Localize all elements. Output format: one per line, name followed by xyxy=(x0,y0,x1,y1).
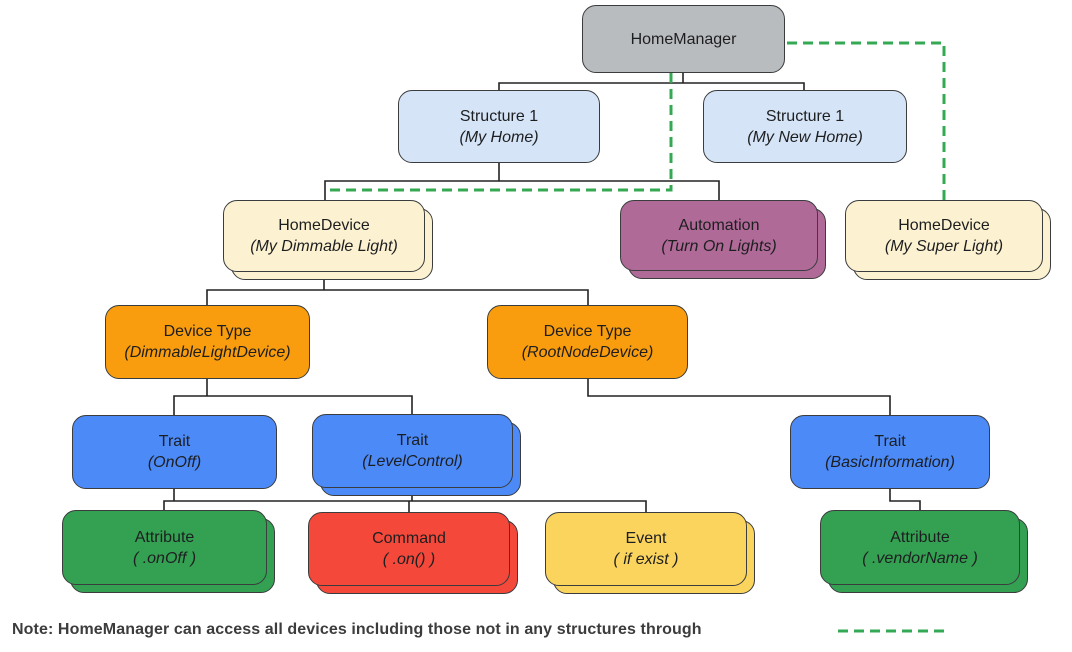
node-automation-turn-on-lights: Automation (Turn On Lights) xyxy=(620,200,818,271)
node-title: Trait xyxy=(874,433,906,450)
node-title: HomeManager xyxy=(630,30,737,48)
node-trait-levelcontrol: Trait (LevelControl) xyxy=(312,414,513,488)
node-subtitle: (My Super Light) xyxy=(884,238,1004,255)
dashed-link-homemanager-super-light xyxy=(787,41,946,200)
node-title: Structure 1 xyxy=(765,107,845,125)
node-trait-basicinformation: Trait (BasicInformation) xyxy=(790,415,990,489)
node-subtitle: (My Home) xyxy=(459,128,539,146)
node-homedevice-my-super-light: HomeDevice (My Super Light) xyxy=(845,200,1043,272)
dashed-link-homemanager-dimmable-light xyxy=(327,73,673,192)
note-text: Note: HomeManager can access all devices… xyxy=(12,621,702,638)
node-homedevice-my-dimmable-light: HomeDevice (My Dimmable Light) xyxy=(223,200,425,272)
connector-devicetype-traits xyxy=(173,379,413,415)
node-attribute-onoff: Attribute ( .onOff ) xyxy=(62,510,267,585)
node-structure-my-home: Structure 1 (My Home) xyxy=(398,90,600,163)
node-structure-my-new-home: Structure 1 (My New Home) xyxy=(703,90,907,163)
node-title: Trait xyxy=(396,432,429,449)
node-command-on: Command ( .on() ) xyxy=(308,512,510,586)
node-subtitle: (OnOff) xyxy=(147,454,202,471)
node-title: Trait xyxy=(158,433,191,450)
node-title: Attribute xyxy=(890,528,950,546)
node-devicetype-dimmablelightdevice: Device Type (DimmableLightDevice) xyxy=(105,305,310,379)
node-attribute-vendorname: Attribute ( .vendorName ) xyxy=(820,510,1020,585)
node-title: HomeDevice xyxy=(898,217,990,234)
node-subtitle: (My New Home) xyxy=(747,128,863,146)
node-title: Device Type xyxy=(543,323,632,340)
node-title: HomeDevice xyxy=(278,217,370,234)
connector-rootnode-trait xyxy=(587,379,891,415)
node-event-if-exist: Event ( if exist ) xyxy=(545,512,747,586)
node-subtitle: ( .vendorName ) xyxy=(862,549,978,567)
connector-homemanager-structures xyxy=(498,73,805,90)
node-subtitle: ( if exist ) xyxy=(613,551,679,568)
node-homemanager: HomeManager xyxy=(582,5,785,73)
node-title: Structure 1 xyxy=(459,107,539,125)
node-title: Device Type xyxy=(163,323,252,340)
node-title: Attribute xyxy=(134,528,195,546)
connector-basicinfo-attribute xyxy=(889,489,921,510)
node-subtitle: (My Dimmable Light) xyxy=(250,238,398,255)
node-trait-onoff: Trait (OnOff) xyxy=(72,415,277,489)
node-title: Automation xyxy=(678,216,760,234)
node-subtitle: ( .on() ) xyxy=(382,551,436,568)
node-subtitle: (Turn On Lights) xyxy=(661,237,777,255)
node-title: Event xyxy=(625,530,667,547)
node-title: Command xyxy=(372,530,446,547)
node-subtitle: (RootNodeDevice) xyxy=(521,344,654,361)
node-subtitle: (DimmableLightDevice) xyxy=(124,344,291,361)
node-subtitle: ( .onOff ) xyxy=(132,549,197,567)
connector-structure-devices xyxy=(324,163,720,200)
node-subtitle: (BasicInformation) xyxy=(825,454,955,471)
node-devicetype-rootnodedevice: Device Type (RootNodeDevice) xyxy=(487,305,688,379)
node-subtitle: (LevelControl) xyxy=(362,453,463,470)
